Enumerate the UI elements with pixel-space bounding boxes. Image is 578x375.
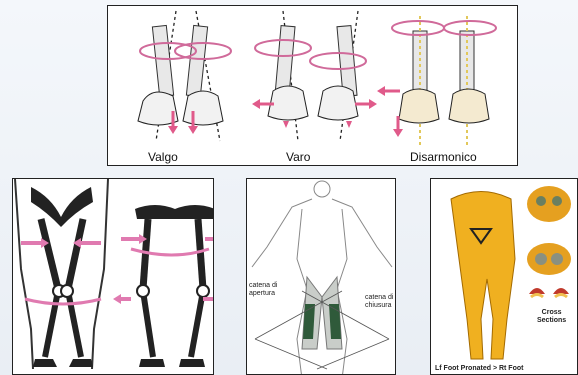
body-yellow-figure: [451, 192, 515, 360]
muscle-chain-panel: catena di apertura catena di chiusura: [246, 178, 396, 375]
valgo-legs-illustration: [138, 11, 231, 141]
skeleton-left-figure: [15, 179, 108, 369]
caption-foot-pronated: Lf Foot Pronated > Rt Foot: [435, 365, 523, 373]
foot-pronation-illustration: [431, 179, 578, 375]
foot-pronation-panel: Cross Sections Lf Foot Pronated > Rt Foo…: [430, 178, 578, 375]
valgo-varo-disarmonico-illustration: [108, 6, 518, 166]
skeleton-legs-panel: [12, 178, 214, 375]
label-catena-chiusura: catena di chiusura: [365, 294, 393, 310]
skeleton-valgus-varus-illustration: [13, 179, 214, 375]
cross-section-images: [527, 186, 571, 297]
disarmonico-legs-illustration: [377, 16, 496, 146]
label-cross-sections: Cross Sections: [537, 309, 566, 325]
label-valgo: Valgo: [148, 150, 178, 164]
label-disarmonico: Disarmonico: [410, 150, 477, 164]
top-figure-panel: Valgo Varo Disarmonico: [107, 5, 518, 166]
skeleton-right-figure: [113, 205, 214, 367]
muscle-chain-illustration: [247, 179, 396, 375]
varo-legs-illustration: [252, 11, 377, 141]
label-varo: Varo: [286, 150, 310, 164]
label-catena-apertura: catena di apertura: [249, 282, 277, 298]
